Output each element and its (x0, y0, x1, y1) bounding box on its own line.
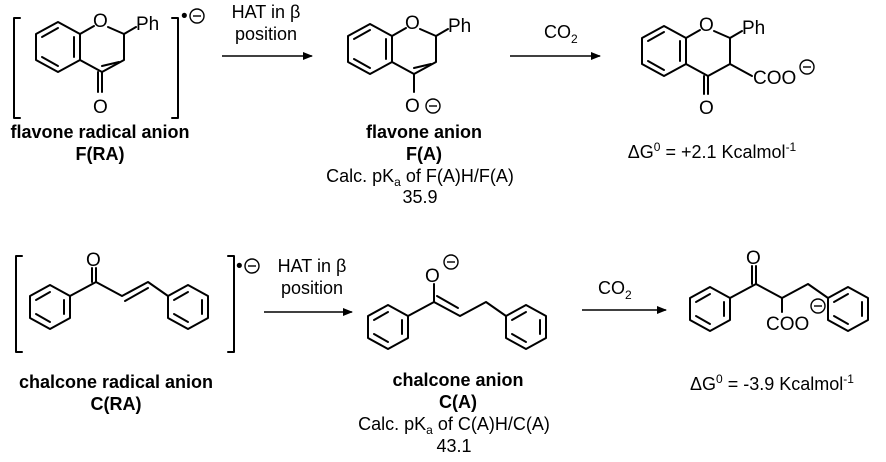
negative-charge-icon (244, 258, 260, 274)
radical-dot: • (181, 6, 188, 27)
chalcone-step1-label-line2: position (281, 278, 343, 298)
flavone-carboxylate-structure: O Ph O COO (641, 15, 815, 119)
flavone-anion-name: flavone anion (366, 122, 482, 142)
chalcone-anion-name: chalcone anion (392, 370, 523, 390)
flavone-radical-anion-code: F(RA) (76, 144, 125, 164)
ring-oxygen-label: O (93, 11, 108, 32)
enolate-oxygen-label: O (405, 96, 420, 117)
chalcone-free-energy: ΔG0 = -3.9 Kcalmol-1 (690, 372, 854, 394)
carbonyl-oxygen-label: O (699, 98, 714, 119)
chalcone-pka-value: 43.1 (436, 436, 471, 456)
chalcone-anion-structure: O (367, 254, 547, 350)
phenyl-label: Ph (742, 18, 765, 39)
chalcone-radical-anion-name: chalcone radical anion (19, 372, 213, 392)
flavone-step1-label-line2: position (235, 24, 297, 44)
negative-charge-icon (799, 59, 815, 75)
negative-charge-icon (810, 298, 826, 314)
phenyl-label: Ph (136, 14, 159, 35)
flavone-free-energy: ΔG0 = +2.1 Kcalmol-1 (628, 140, 797, 162)
flavone-step1-label-line1: HAT in β (232, 2, 301, 22)
flavone-pka-value: 35.9 (402, 187, 437, 207)
carbonyl-oxygen-label: O (746, 248, 761, 269)
chalcone-radical-anion-structure: O • (15, 250, 260, 353)
phenyl-label: Ph (448, 16, 471, 37)
flavone-co2-label: CO2 (544, 22, 578, 46)
flavone-pka-label: Calc. pKa of F(A)H/F(A) (326, 166, 514, 189)
negative-charge-icon (189, 8, 205, 24)
flavone-anion-structure: O Ph O (347, 13, 471, 117)
chalcone-carboxylate-structure: O COO (689, 248, 869, 335)
flavone-radical-anion-structure: O Ph O • (13, 6, 205, 119)
carboxylate-label: COO (766, 314, 809, 335)
flavone-anion-code: F(A) (406, 144, 442, 164)
negative-charge-icon (443, 254, 459, 270)
flavone-radical-anion-name: flavone radical anion (10, 122, 189, 142)
chalcone-pka-label: Calc. pKa of C(A)H/C(A) (358, 414, 550, 437)
chalcone-radical-anion-code: C(RA) (91, 394, 142, 414)
negative-charge-icon (425, 98, 441, 114)
carbonyl-oxygen-label: O (93, 97, 108, 118)
ring-oxygen-label: O (699, 15, 714, 36)
carboxylate-label: COO (753, 68, 796, 89)
ring-oxygen-label: O (405, 13, 420, 34)
chalcone-step1-label-line1: HAT in β (278, 256, 347, 276)
chalcone-anion-code: C(A) (439, 392, 477, 412)
chalcone-co2-label: CO2 (598, 278, 632, 302)
enolate-oxygen-label: O (425, 266, 440, 287)
radical-dot: • (236, 256, 243, 277)
carbonyl-oxygen-label: O (86, 250, 101, 271)
